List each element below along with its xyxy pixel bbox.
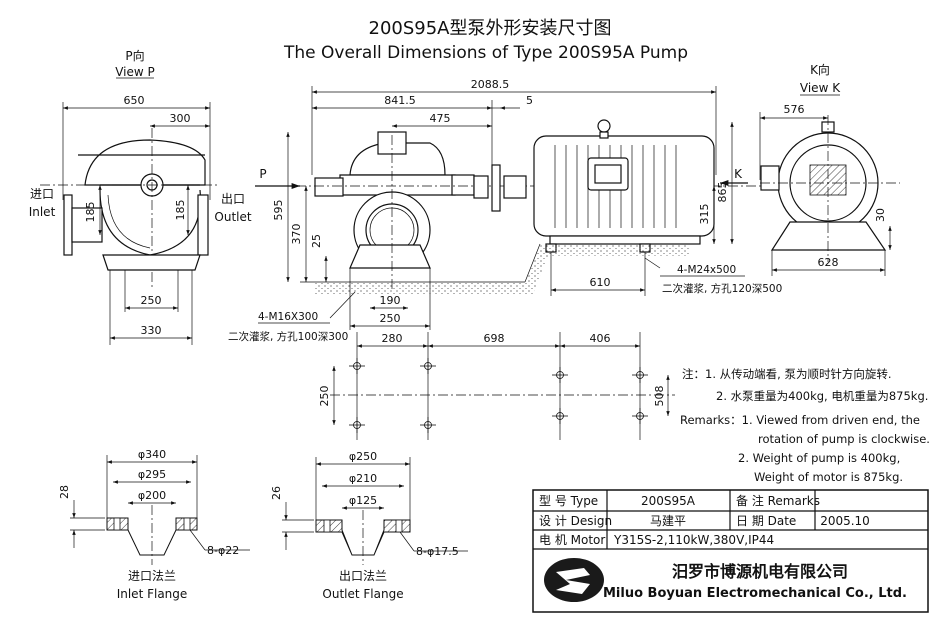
tb-date-value: 2005.10: [820, 514, 870, 528]
view-p: P向 View P 650 300 185 1: [29, 48, 252, 345]
dim-190: 190: [380, 294, 401, 307]
outlet-flange-cn: 出口法兰: [339, 569, 387, 583]
tb-type-label: 型 号 Type: [539, 494, 598, 508]
note-en-1a: Remarks：1. Viewed from driven end, the: [680, 413, 920, 427]
inlet-d340: φ340: [138, 448, 166, 461]
tb-design-label: 设 计 Design: [539, 514, 612, 528]
main-elevation: 2088.5 841.5 5 475 P: [228, 78, 782, 343]
dim-315: 315: [698, 204, 711, 225]
inlet-flange: φ340 φ295 φ200 28 8-φ22 进口法兰 Inlet Flang…: [58, 448, 250, 601]
title-block: 型 号 Type 200S95A 备 注 Remarks 设 计 Design …: [532, 489, 929, 613]
dim-2088: 2088.5: [471, 78, 510, 91]
dim-250-found: 250: [318, 386, 331, 407]
k-label: K: [734, 167, 743, 181]
note-en-2b: Weight of motor is 875kg.: [754, 470, 903, 484]
dim-185-right: 185: [174, 200, 187, 221]
foundation-plan: 280 698 406 250 508: [318, 332, 675, 440]
dim-698: 698: [484, 332, 505, 345]
inlet-d200: φ200: [138, 489, 166, 502]
dim-650: 650: [124, 94, 145, 107]
outlet-thk: 26: [270, 486, 283, 500]
company-cn: 汨罗市博源机电有限公司: [672, 562, 848, 581]
p-label: P: [259, 167, 266, 181]
company-logo: [544, 558, 604, 602]
inlet-flange-en: Inlet Flange: [117, 587, 188, 601]
outlet-cn: 出口: [221, 192, 245, 206]
view-k: K向 View K 576 K 628 30: [720, 62, 900, 276]
outlet-holes: 8-φ17.5: [416, 545, 459, 558]
dim-475: 475: [430, 112, 451, 125]
view-k-en: View K: [800, 81, 841, 95]
inlet-d295: φ295: [138, 468, 166, 481]
bolt-motor: 4-M24x500: [677, 264, 736, 276]
view-p-en: View P: [115, 65, 155, 79]
dim-5: 5: [526, 94, 533, 107]
dim-841: 841.5: [384, 94, 416, 107]
dim-628: 628: [818, 256, 839, 269]
tb-type-value: 200S95A: [641, 494, 696, 508]
tb-motor-value: Y315S-2,110kW,380V,IP44: [613, 533, 774, 547]
dim-300: 300: [170, 112, 191, 125]
dim-250-p: 250: [141, 294, 162, 307]
tb-date-label: 日 期 Date: [736, 514, 796, 528]
dim-330: 330: [141, 324, 162, 337]
title-cn: 200S95A型泵外形安装尺寸图: [369, 18, 612, 39]
tb-motor-label: 电 机 Motor: [539, 533, 605, 547]
inlet-cn: 进口: [30, 187, 54, 201]
dim-610: 610: [590, 276, 611, 289]
outlet-d125: φ125: [349, 494, 377, 507]
company-en: Miluo Boyuan Electromechanical Co., Ltd.: [603, 586, 907, 601]
dim-185-left: 185: [84, 202, 97, 223]
grout-pump: 二次灌浆, 方孔100深300: [228, 330, 348, 343]
outlet-d210: φ210: [349, 472, 377, 485]
dim-25: 25: [310, 234, 323, 248]
note-cn-2: 2. 水泵重量为400kg, 电机重量为875kg.: [716, 389, 928, 403]
inlet-en: Inlet: [29, 205, 56, 219]
outlet-flange: φ250 φ210 φ125 26 8-φ17.5 出口法兰 Outlet Fl…: [270, 450, 468, 601]
tb-design-value: 马建平: [650, 514, 686, 528]
dim-576: 576: [784, 103, 805, 116]
tb-remarks-label: 备 注 Remarks: [736, 493, 820, 508]
view-p-cn: P向: [125, 48, 144, 63]
note-en-1b: rotation of pump is clockwise.: [758, 432, 930, 446]
note-en-2a: 2. Weight of pump is 400kg,: [738, 451, 900, 465]
note-cn-1: 注：1. 从传动端看, 泵为顺时针方向旋转.: [682, 367, 892, 381]
dim-250-base: 250: [380, 312, 401, 325]
dim-508: 508: [653, 386, 666, 407]
view-k-cn: K向: [810, 62, 830, 77]
grout-motor: 二次灌浆, 方孔120深500: [662, 282, 782, 295]
inlet-flange-cn: 进口法兰: [128, 569, 176, 583]
dim-280: 280: [382, 332, 403, 345]
outlet-flange-en: Outlet Flange: [322, 587, 403, 601]
inlet-thk: 28: [58, 485, 71, 499]
dim-406: 406: [590, 332, 611, 345]
bolt-pump: 4-M16X300: [258, 311, 318, 323]
outlet-d250: φ250: [349, 450, 377, 463]
dim-30: 30: [874, 208, 887, 222]
dim-370: 370: [290, 224, 303, 245]
title-en: The Overall Dimensions of Type 200S95A P…: [283, 43, 688, 63]
dim-865: 865: [716, 182, 729, 203]
inlet-holes: 8-φ22: [207, 544, 239, 557]
dim-595: 595: [272, 200, 285, 221]
notes: 注：1. 从传动端看, 泵为顺时针方向旋转. 2. 水泵重量为400kg, 电机…: [680, 367, 930, 484]
outlet-en: Outlet: [214, 210, 251, 224]
